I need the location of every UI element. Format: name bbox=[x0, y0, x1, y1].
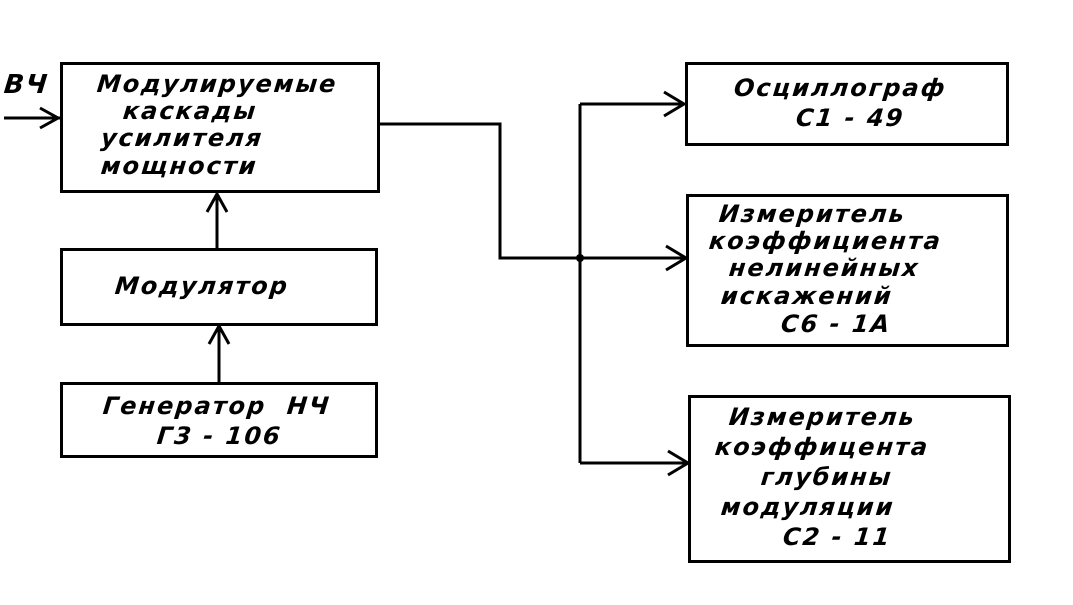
modulator-arrow-head bbox=[205, 190, 229, 213]
block-line: мощности bbox=[99, 152, 260, 180]
block-line: каскады bbox=[121, 97, 259, 125]
block-modulation-depth-meter: Измеритель коэффицента глубины модуляции… bbox=[688, 395, 1011, 563]
block-line: нелинейных bbox=[727, 254, 922, 282]
block-line: Осциллограф bbox=[732, 74, 949, 102]
block-line: Генератор НЧ bbox=[101, 392, 333, 420]
block-line: Измеритель bbox=[727, 403, 918, 431]
oscilloscope-arrow-head bbox=[663, 90, 687, 118]
block-line: модуляции bbox=[719, 493, 897, 521]
block-line: усилителя bbox=[99, 124, 265, 152]
block-modulated-stages: Модулируемые каскады усилителя мощности bbox=[60, 62, 380, 193]
block-line: Модулятор bbox=[113, 272, 291, 300]
block-line: Модулируемые bbox=[95, 70, 340, 98]
block-line: Измеритель bbox=[717, 200, 908, 228]
block-line: глубины bbox=[759, 463, 895, 491]
block-modulator: Модулятор bbox=[60, 248, 378, 326]
block-oscilloscope: Осциллограф С1 - 49 bbox=[685, 62, 1009, 146]
block-line: С2 - 11 bbox=[781, 523, 893, 551]
block-line: Г3 - 106 bbox=[155, 422, 284, 450]
block-distortion-meter: Измеритель коэффициента нелинейных искаж… bbox=[686, 194, 1009, 347]
block-line: коэффициента bbox=[707, 227, 944, 255]
block-line: С6 - 1А bbox=[779, 310, 893, 338]
block-line: искажений bbox=[719, 282, 895, 310]
block-line: С1 - 49 bbox=[794, 104, 906, 132]
generator-arrow-head bbox=[207, 322, 231, 345]
output-line bbox=[380, 122, 580, 260]
block-line: коэффицента bbox=[713, 433, 931, 461]
input-label: ВЧ bbox=[2, 70, 51, 100]
block-lf-generator: Генератор НЧ Г3 - 106 bbox=[60, 382, 378, 458]
input-arrow-head bbox=[39, 106, 62, 130]
